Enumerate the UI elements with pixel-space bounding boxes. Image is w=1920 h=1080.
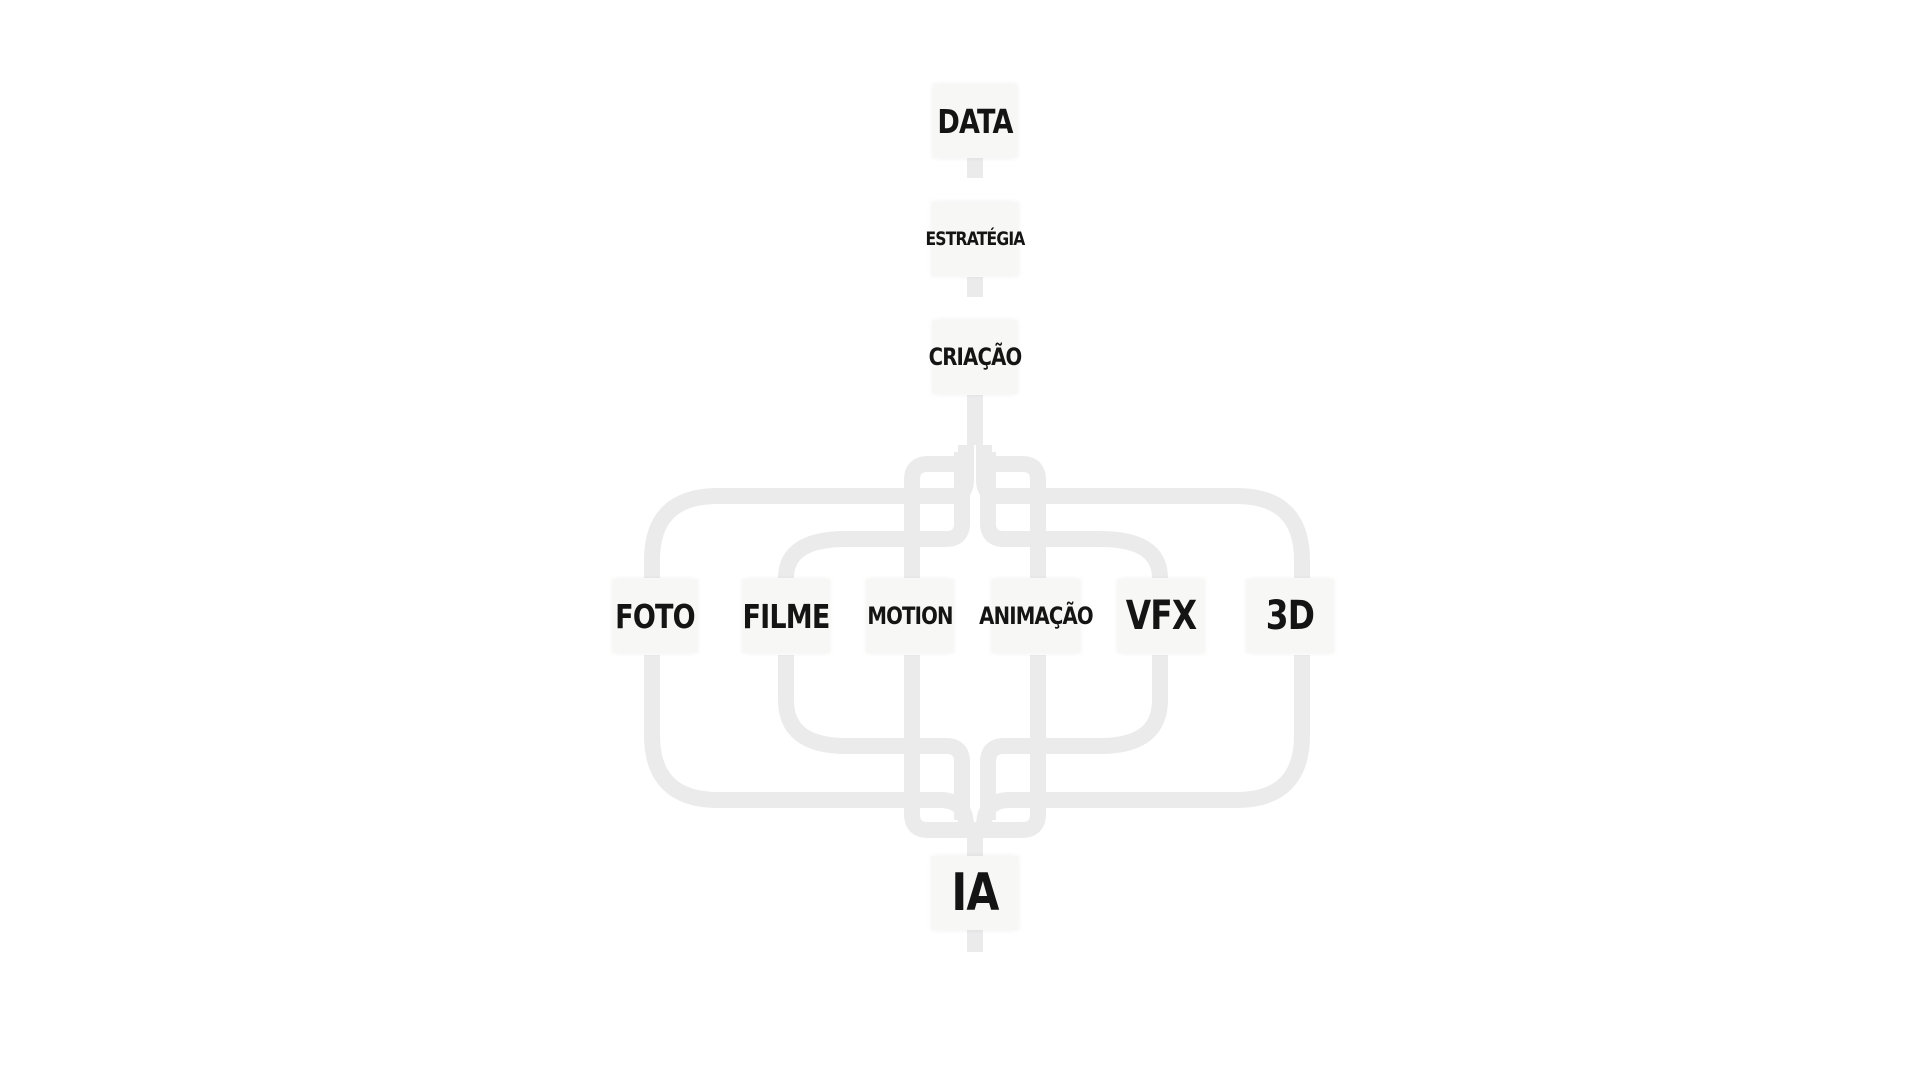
connector-vfx-out [980,655,1168,820]
connector-vfx-in [980,452,1168,579]
node-estrategia: ESTRATÉGIA [925,202,1025,276]
node-filme: FILME [742,579,830,653]
connector-motion-in [904,450,974,578]
connector-motion-out [904,655,975,838]
node-animacao: ANIMAÇÃO [979,579,1094,653]
node-data: DATA [932,84,1018,158]
node-ia: IA [931,856,1019,930]
connector-animacao-in [976,450,1046,578]
connector-filme-out [778,655,970,820]
node-criacao: CRIAÇÃO [929,320,1022,394]
node-vfx: VFX [1117,579,1205,653]
connector-filme-in [778,452,970,579]
connector-animacao-out [975,655,1046,838]
node-3d: 3D [1246,579,1334,653]
node-foto: FOTO [612,579,698,653]
node-motion: MOTION [866,579,953,653]
